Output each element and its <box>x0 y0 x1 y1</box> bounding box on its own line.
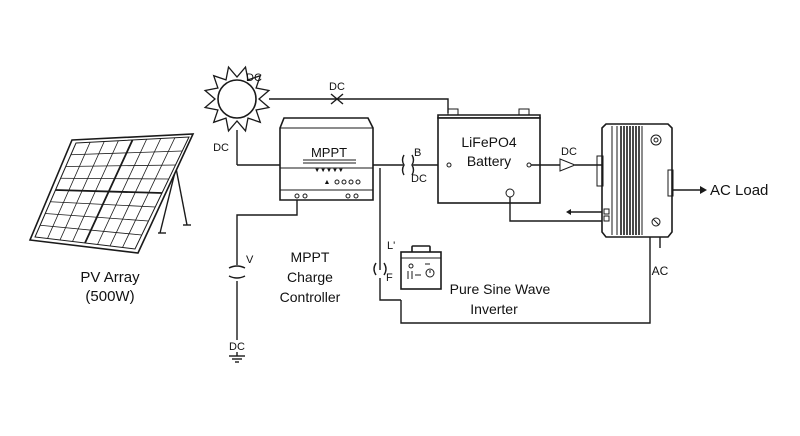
mppt-button-2 <box>341 179 347 185</box>
l-prime-label: L' <box>387 240 395 252</box>
pv-cell-line <box>70 150 183 156</box>
ac-label: AC <box>652 264 669 278</box>
inverter-unit <box>596 123 674 248</box>
breaker-v-icon <box>228 265 246 279</box>
pv-array-label: PV Array <box>80 269 140 286</box>
panel-cell-grid <box>40 137 183 248</box>
mppt-cc-label-2: Charge <box>287 269 333 285</box>
pv-power-label: (500W) <box>85 288 134 305</box>
mppt-title: MPPT <box>311 145 347 160</box>
wire-fuse-inverter <box>379 278 401 301</box>
pv-array-panel <box>28 133 195 254</box>
battery-label-2: Battery <box>467 153 511 169</box>
mppt-indicators: ▼▼▼▼▼ <box>314 168 344 174</box>
sun-mppt-dc-label: DC <box>213 142 229 154</box>
ac-load-label: AC Load <box>710 182 768 199</box>
breaker-v-label: V <box>246 254 254 266</box>
return-arrow-head <box>566 209 571 215</box>
pv-cell-line <box>40 224 142 236</box>
mppt-button-3 <box>348 179 354 185</box>
dc-top-label: DC <box>329 81 345 93</box>
wire-sun-battery <box>269 98 449 113</box>
dc-diode-icon <box>559 158 577 172</box>
mppt-button-arrow: ▲ <box>324 179 331 186</box>
mppt-terminal-2 <box>302 193 308 199</box>
stand-leg-2 <box>175 167 188 226</box>
battery-terminal-left <box>446 162 452 168</box>
battery-body <box>437 117 541 204</box>
inverter-body <box>601 123 673 238</box>
small-inverter-icon <box>400 245 442 290</box>
inverter-label-2: Inverter <box>470 301 518 317</box>
wire-battery-return <box>509 197 604 222</box>
fuse-f-label: F <box>386 272 393 284</box>
sun-icon <box>203 65 271 133</box>
mppt-out-dc-label: DC <box>411 173 427 185</box>
panel-frame <box>28 133 195 254</box>
inverter-knob <box>650 134 662 146</box>
inverter-fins <box>620 126 640 235</box>
inverter-screw <box>651 217 661 227</box>
mppt-button-1 <box>334 179 340 185</box>
pv-cell-line <box>45 213 149 222</box>
mppt-controller: MPPT ▼▼▼▼▼ ▲ <box>279 117 374 201</box>
mppt-cc-label-3: Controller <box>280 289 341 305</box>
battery-icon <box>437 108 541 204</box>
pv-cell-line <box>50 201 156 208</box>
stand-leg-1 <box>159 167 177 234</box>
breaker-b-label: B <box>414 147 421 159</box>
dc-breaker-top-icon <box>330 93 344 105</box>
wire-ac-loop <box>400 245 651 324</box>
breaker-b-icon <box>401 154 415 176</box>
ground-dc-label: DC <box>229 341 245 353</box>
panel-inner <box>34 136 190 250</box>
pv-cell-line <box>55 189 163 194</box>
mppt-terminal-3 <box>345 193 351 199</box>
sun-disc <box>217 79 257 119</box>
mppt-cc-label-1: MPPT <box>291 249 330 265</box>
mppt-terminal-1 <box>294 193 300 199</box>
pv-cell-line <box>60 177 169 180</box>
mppt-terminal-4 <box>353 193 359 199</box>
battery-label-1: LiFePO4 <box>461 134 516 150</box>
batt-out-dc-label: DC <box>561 146 577 158</box>
sun-dc-label: DC <box>246 72 262 84</box>
inverter-label-1: Pure Sine Wave <box>450 281 551 297</box>
ground-icon <box>229 352 245 363</box>
wire-mppt-ground <box>236 200 298 265</box>
mppt-button-4 <box>355 179 361 185</box>
fuse-f-icon <box>373 262 387 276</box>
pv-cell-line <box>65 164 176 167</box>
ac-load-arrow <box>700 186 707 194</box>
